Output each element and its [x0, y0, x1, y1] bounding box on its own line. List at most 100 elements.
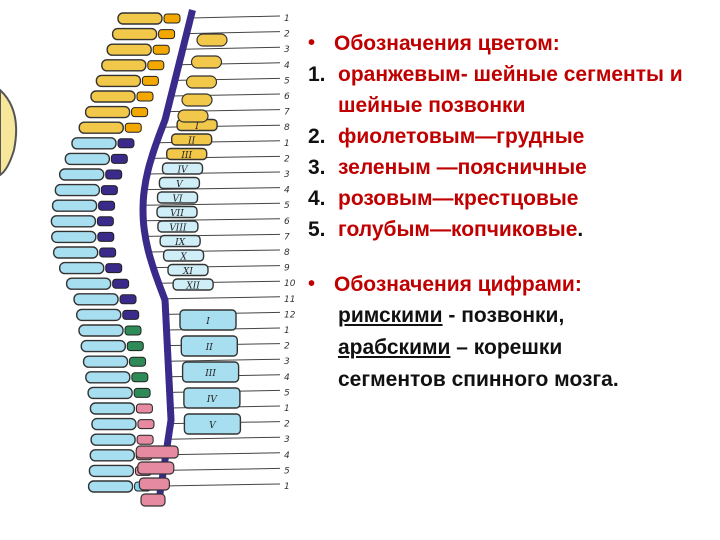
color-item: 4.розовым—крестцовые — [308, 183, 713, 214]
vertebra-roman: III — [204, 369, 216, 379]
segment-number: 6 — [284, 92, 290, 102]
vertebra-box — [170, 133, 213, 146]
segment-block — [131, 107, 149, 118]
segment-block — [163, 13, 181, 24]
vertebra-body — [52, 246, 99, 259]
nerve-line — [182, 46, 281, 50]
vertebra-roman: IV — [176, 166, 189, 176]
item-number: 3. — [308, 156, 326, 179]
nerve-line — [163, 467, 281, 471]
item-label: фиолетовым—грудные — [338, 125, 585, 148]
sacral-vertebra — [137, 461, 175, 475]
vertebra-body — [65, 277, 112, 290]
segment-number: 5 — [284, 201, 290, 211]
vertebra-body — [59, 261, 105, 275]
skull-base — [0, 88, 18, 177]
vertebra-body — [76, 308, 122, 322]
vertebra-roman: I — [205, 317, 210, 327]
segment-block — [96, 216, 114, 227]
vertebra-body — [90, 433, 136, 446]
vertebra-box — [179, 309, 237, 331]
vertebra-roman: VIII — [169, 224, 187, 234]
vertebra-roman: VI — [172, 195, 182, 205]
segment-number: 3 — [284, 435, 290, 445]
vertebra-roman: IX — [174, 238, 186, 248]
roman-line: римскими - позвонки, — [308, 300, 713, 332]
item-text: фиолетовым—грудные — [338, 121, 713, 152]
vertebra-box — [159, 234, 201, 248]
segment-block — [105, 263, 123, 274]
segment-number: 4 — [284, 61, 290, 71]
item-number: 1. — [308, 63, 326, 86]
item-number: 5. — [308, 218, 326, 241]
segment-block — [135, 403, 153, 414]
vertebra-body — [85, 371, 131, 384]
segment-block — [158, 29, 176, 40]
vertebra-body — [101, 59, 147, 72]
segment-block — [99, 247, 117, 258]
color-item: 3. зеленым —поясничные — [308, 152, 713, 183]
item-suffix: . — [577, 218, 584, 241]
segment-number: 3 — [284, 45, 290, 55]
vertebra-body — [106, 43, 152, 56]
segment-block — [129, 356, 147, 367]
vertebra-box — [162, 249, 205, 262]
vertebra-box — [183, 413, 242, 435]
segment-number: 2 — [284, 30, 290, 40]
segment-block — [126, 341, 144, 352]
vertebra-body — [50, 215, 97, 228]
vertebra-box — [156, 191, 199, 204]
number-heading-row: • Обозначения цифрами: — [308, 269, 713, 300]
vertebra-box — [157, 220, 199, 233]
sacral-vertebra — [138, 477, 170, 491]
item-text: розовым—крестцовые — [338, 183, 713, 214]
spinal-cord — [139, 9, 196, 501]
vertebra-box — [161, 162, 204, 175]
final-line: сегментов спинного мозга. — [338, 368, 619, 391]
segment-number: 6 — [284, 217, 290, 227]
arabic-line: арабскими – корешки — [308, 332, 713, 364]
nerve-line — [164, 296, 281, 300]
segment-number: 2 — [284, 420, 290, 430]
roman-word: римскими — [338, 304, 443, 327]
vertebra-body — [111, 27, 158, 41]
segment-block — [133, 387, 151, 398]
segment-number: 2 — [284, 342, 290, 352]
vertebra-body — [87, 386, 133, 400]
vertebra-box — [167, 263, 209, 277]
segment-number: 1 — [284, 139, 290, 149]
segment-block — [131, 372, 149, 383]
color-items-list: 1. оранжевым- шейные сегменты и шейные по… — [308, 59, 713, 245]
item-label: зеленым —поясничные — [338, 156, 587, 179]
segment-number: 10 — [284, 279, 296, 289]
vertebra-box — [183, 387, 241, 409]
vertebra-roman: V — [209, 421, 217, 431]
nerve-line — [186, 31, 281, 35]
segment-number: 5 — [284, 76, 290, 86]
segment-block — [124, 325, 142, 336]
vertebra-body — [78, 324, 124, 337]
vertebra-body — [54, 183, 101, 197]
vertebra-body — [59, 168, 105, 181]
arabic-rest: – корешки — [450, 336, 563, 359]
bullet-icon: • — [308, 273, 316, 295]
vertebra-roman: III — [180, 151, 192, 161]
nerve-line — [144, 187, 281, 191]
segment-number: 1 — [284, 14, 290, 24]
item-text: оранжевым- шейные сегменты и шейные позв… — [338, 59, 713, 121]
bullet-icon: • — [308, 32, 316, 54]
vertebra-body — [87, 480, 134, 493]
item-text: голубым—копчиковые. — [338, 214, 713, 245]
vertebra-body — [64, 152, 111, 166]
segment-block — [152, 44, 170, 55]
vertebra-box — [181, 361, 240, 383]
segment-block — [97, 231, 115, 242]
vertebra-body — [84, 105, 131, 119]
segment-block — [136, 434, 154, 445]
segment-block — [124, 122, 142, 133]
vertebra-body — [88, 464, 135, 478]
number-heading: Обозначения цифрами: — [334, 273, 582, 296]
segment-number: 4 — [284, 186, 290, 196]
